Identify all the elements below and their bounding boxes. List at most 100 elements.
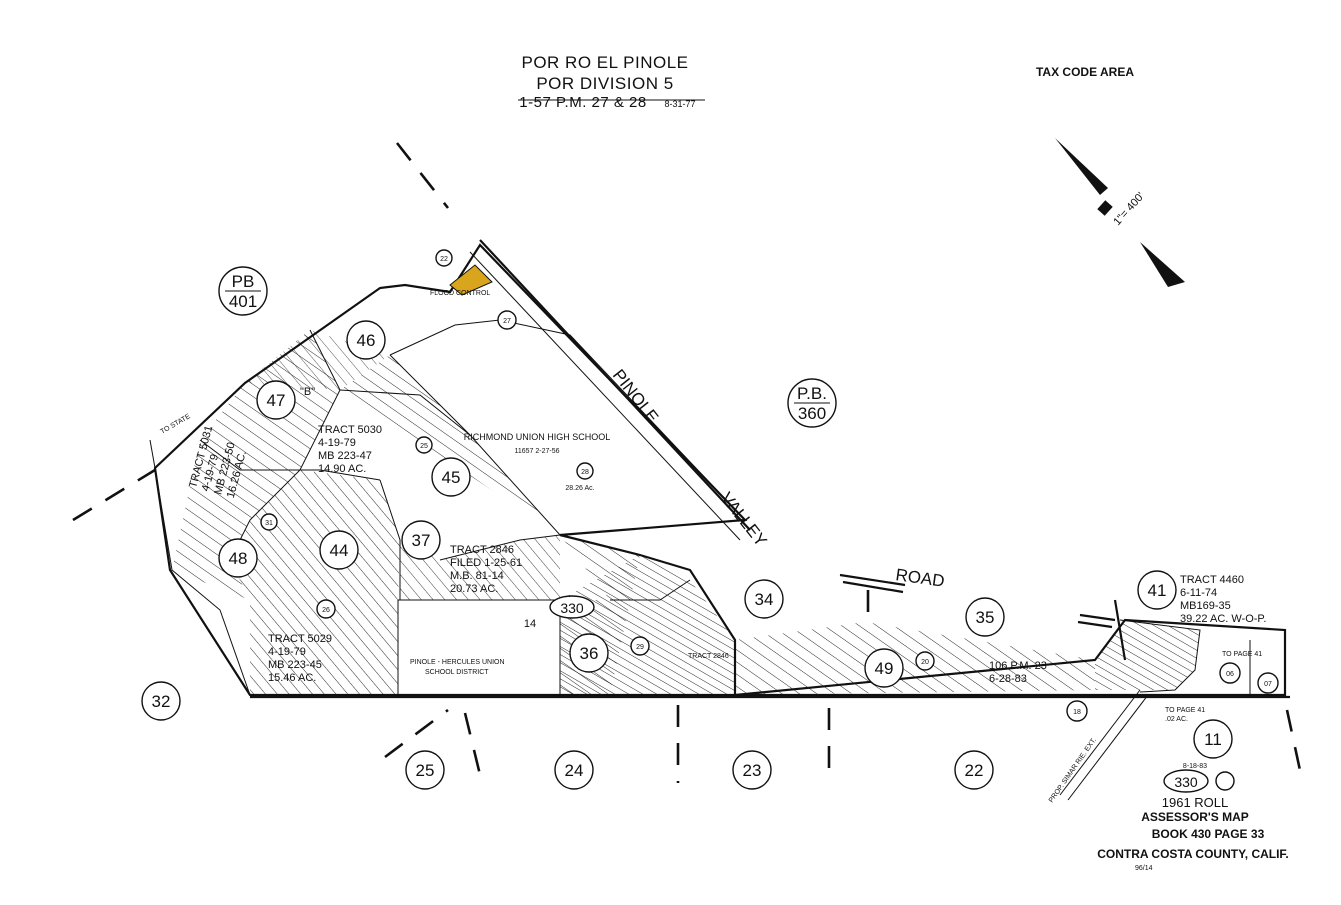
svg-text:6-11-74: 6-11-74: [1180, 587, 1217, 599]
svg-text:FILED 1-25-61: FILED 1-25-61: [450, 557, 522, 569]
svg-text:29: 29: [636, 644, 644, 651]
svg-text:330: 330: [560, 600, 584, 616]
parcel-25: 25: [405, 750, 445, 790]
svg-text:22: 22: [965, 761, 984, 780]
svg-text:26: 26: [322, 607, 330, 614]
parcel-23: 23: [732, 750, 772, 790]
svg-text:4-19-79: 4-19-79: [268, 646, 306, 658]
footer-county: CONTRA COSTA COUNTY, CALIF.: [1097, 847, 1289, 861]
parcel-41: 41: [1137, 570, 1177, 610]
svg-text:28: 28: [581, 469, 589, 476]
svg-text:41: 41: [1148, 581, 1167, 600]
header-line1: POR RO EL PINOLE: [521, 53, 688, 72]
svg-text:27: 27: [503, 318, 511, 325]
parcel-22: 22: [954, 750, 994, 790]
svg-text:M.B. 81-14: M.B. 81-14: [450, 570, 504, 582]
footer-roll: 1961 ROLL: [1162, 795, 1229, 810]
tax-code-area-label: TAX CODE AREA: [1036, 65, 1134, 79]
svg-text:SCHOOL DISTRICT: SCHOOL DISTRICT: [425, 669, 489, 676]
svg-text:MB 223-47: MB 223-47: [318, 450, 372, 462]
sub-parcel-14: 14: [524, 618, 536, 630]
sub-parcel-26: 26: [316, 599, 336, 619]
school-label: RICHMOND UNION HIGH SCHOOL: [464, 432, 611, 442]
svg-text:TRACT 5029: TRACT 5029: [268, 633, 332, 645]
highlighted-parcel[interactable]: [449, 264, 493, 296]
svg-text:18: 18: [1073, 709, 1081, 716]
footer-map: ASSESSOR'S MAP: [1141, 810, 1249, 824]
svg-text:39.22 AC. W-O-P.: 39.22 AC. W-O-P.: [1180, 613, 1266, 625]
book-ref-pb360: P.B. 360: [787, 378, 837, 428]
svg-text:34: 34: [755, 590, 774, 609]
sub-parcel-25: 25: [415, 436, 433, 454]
sub-parcel-22: 22: [435, 249, 453, 267]
sub-parcel-06: 06: [1219, 662, 1241, 684]
svg-text:4-19-79: 4-19-79: [318, 437, 356, 449]
svg-text:TRACT 2846: TRACT 2846: [688, 653, 729, 660]
header-line3: 1-57 P.M. 27 & 28: [519, 94, 646, 111]
parcel-34: 34: [744, 579, 784, 619]
svg-text:6-28-83: 6-28-83: [989, 673, 1027, 685]
svg-text:22: 22: [440, 256, 448, 263]
parcel-24: 24: [554, 750, 594, 790]
flood-control-label: FLOOD CONTROL: [430, 290, 490, 297]
svg-text:MB169-35: MB169-35: [1180, 600, 1231, 612]
parcel-32: 32: [141, 681, 181, 721]
svg-text:31: 31: [265, 520, 273, 527]
svg-text:P.B.: P.B.: [797, 384, 827, 403]
parcel-circles: 46 47 48 44 45 37 34 35 41 36 49 11 32 2…: [141, 320, 1233, 790]
sub-parcel-27: 27: [497, 310, 517, 330]
svg-text:48: 48: [229, 549, 248, 568]
scale-label: 1"= 400': [1111, 190, 1147, 228]
parcel-49: 49: [864, 648, 904, 688]
sub-parcel-28: 28: [576, 462, 594, 480]
sub-parcel-circles: 22 27 28 25 31 26 14 29 20 06 07 18: [260, 249, 1279, 722]
svg-text:TO PAGE 41: TO PAGE 41: [1165, 707, 1205, 714]
svg-text:360: 360: [798, 404, 826, 423]
sub-parcel-29: 29: [630, 636, 650, 656]
svg-text:47: 47: [267, 391, 286, 410]
svg-text:PB: PB: [232, 272, 255, 291]
header-line3-date: 8-31-77: [664, 99, 695, 109]
svg-text:MB 223-45: MB 223-45: [268, 659, 322, 671]
map-footer: 8-18-83 330 1961 ROLL ASSESSOR'S MAP BOO…: [1097, 763, 1289, 872]
footer-ref: 96/14: [1135, 865, 1153, 872]
svg-text:TO PAGE 41: TO PAGE 41: [1222, 651, 1262, 658]
svg-text:44: 44: [330, 541, 349, 560]
dashed-boundaries: [72, 142, 1303, 784]
parcel-37: 37: [401, 520, 441, 560]
svg-text:14: 14: [524, 618, 536, 630]
svg-text:20.73 AC.: 20.73 AC.: [450, 583, 498, 595]
school-ref: 11657 2-27-56: [514, 448, 559, 455]
svg-text:25: 25: [420, 443, 428, 450]
svg-text:07: 07: [1264, 681, 1272, 688]
footer-area: 330: [1174, 774, 1198, 790]
tax-area-330-mid: 330: [549, 595, 595, 619]
svg-text:14.90 AC.: 14.90 AC.: [318, 463, 366, 475]
svg-text:46: 46: [357, 331, 376, 350]
sub-parcel-18: 18: [1066, 700, 1088, 722]
svg-text:24: 24: [565, 761, 584, 780]
road-pinole: PINOLE: [609, 366, 662, 427]
parcel-46: 46: [346, 320, 386, 360]
tract-labels: RICHMOND UNION HIGH SCHOOL 11657 2-27-56…: [160, 386, 1267, 804]
svg-text:23: 23: [743, 761, 762, 780]
parcel-36: 36: [569, 633, 609, 673]
svg-text:35: 35: [976, 608, 995, 627]
sub-parcel-07: 07: [1257, 672, 1279, 694]
svg-text:20: 20: [921, 659, 929, 666]
svg-text:49: 49: [875, 659, 894, 678]
svg-text:45: 45: [442, 468, 461, 487]
sub-parcel-20: 20: [915, 651, 935, 671]
road-road: ROAD: [894, 565, 945, 591]
svg-text:PINOLE - HERCULES UNION: PINOLE - HERCULES UNION: [410, 659, 505, 666]
svg-text:36: 36: [580, 644, 599, 663]
parcel-45: 45: [431, 457, 471, 497]
school-area: 28.26 Ac.: [565, 485, 594, 492]
parcel-35: 35: [965, 597, 1005, 637]
svg-text:TO STATE: TO STATE: [160, 413, 192, 436]
footer-date: 8-18-83: [1183, 763, 1207, 770]
svg-text:25: 25: [416, 761, 435, 780]
svg-text:TRACT 4460: TRACT 4460: [1180, 574, 1244, 586]
north-arrow-icon: 1"= 400': [1055, 138, 1185, 287]
